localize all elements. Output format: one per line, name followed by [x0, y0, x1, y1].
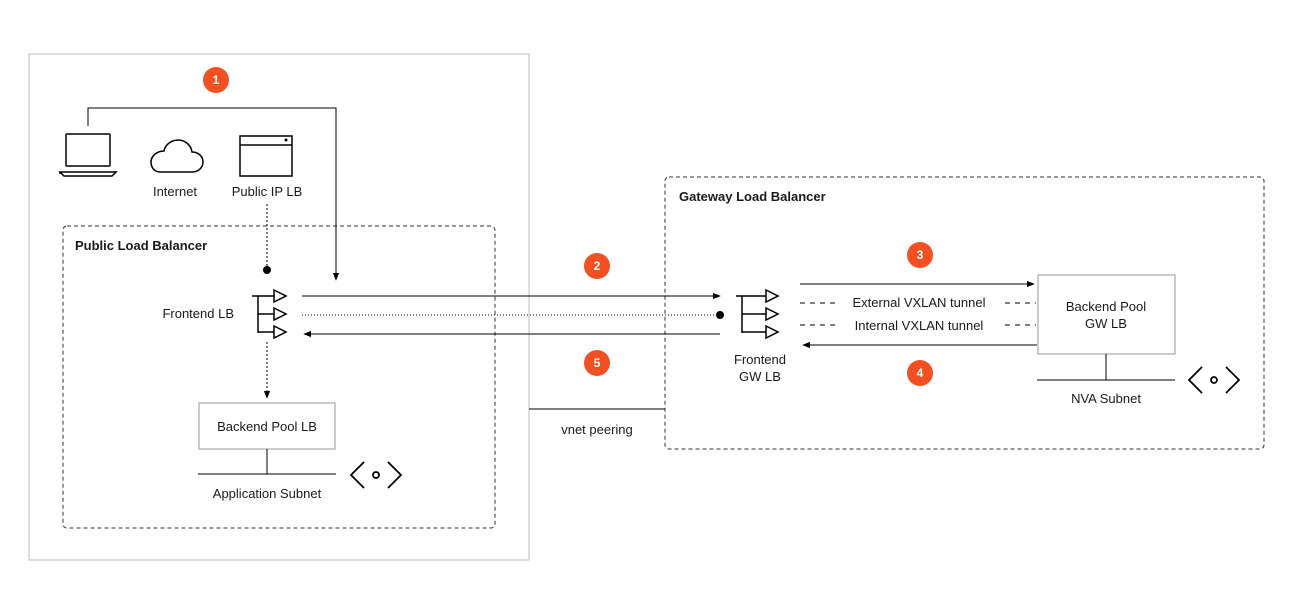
- gateway-chaining-junction-dot: [716, 311, 724, 319]
- client-traffic-line: [87, 107, 340, 281]
- gateway-load-balancer-title: Gateway Load Balancer: [679, 189, 826, 204]
- gateway-load-balancer-box: [664, 176, 1265, 450]
- application-subnet-label: Application Subnet: [213, 486, 322, 501]
- frontend-lb-icon: [252, 288, 288, 340]
- laptop-icon: [58, 133, 118, 177]
- svg-text:4: 4: [917, 366, 924, 380]
- public-ip-lb-label: Public IP LB: [232, 184, 303, 199]
- browser-window-dot: [284, 138, 288, 142]
- step-badge-3: 3: [907, 242, 933, 268]
- backend-pool-lb-box: [198, 402, 336, 450]
- frontend-gw-lb-label-1: Frontend: [734, 352, 786, 367]
- backend-pool-lb-label: Backend Pool LB: [217, 419, 317, 434]
- frontend-lb-label: Frontend LB: [162, 306, 234, 321]
- svg-text:3: 3: [917, 248, 924, 262]
- svg-text:1: 1: [213, 73, 220, 87]
- cloud-icon: [150, 139, 204, 173]
- outer-vnet-container: [28, 53, 530, 561]
- external-vxlan-label: External VXLAN tunnel: [853, 295, 986, 310]
- frontend-gw-lb-icon: [736, 288, 780, 340]
- step-badge-5: 5: [584, 350, 610, 376]
- internal-vxlan-label: Internal VXLAN tunnel: [855, 318, 984, 333]
- backend-pool-gw-lb-label-1: Backend Pool: [1066, 299, 1146, 314]
- svg-text:2: 2: [594, 259, 601, 273]
- frontend-gw-lb-label-2: GW LB: [739, 369, 781, 384]
- public-ip-junction-dot: [263, 266, 271, 274]
- step-badge-2: 2: [584, 253, 610, 279]
- nva-subnet-label: NVA Subnet: [1071, 391, 1141, 406]
- public-load-balancer-box: [62, 225, 496, 529]
- subnet-code-icon: [349, 461, 403, 489]
- backend-pool-gw-lb-label-2: GW LB: [1085, 316, 1127, 331]
- vnet-peering-label: vnet peering: [561, 422, 633, 437]
- browser-window-icon: [239, 135, 293, 177]
- nva-subnet-code-icon: [1187, 366, 1241, 394]
- public-load-balancer-title: Public Load Balancer: [75, 238, 207, 253]
- backend-pool-gw-lb-box: [1037, 274, 1176, 355]
- step-badge-1: 1: [203, 67, 229, 93]
- internet-label: Internet: [153, 184, 197, 199]
- step-badge-4: 4: [907, 360, 933, 386]
- svg-text:5: 5: [594, 356, 601, 370]
